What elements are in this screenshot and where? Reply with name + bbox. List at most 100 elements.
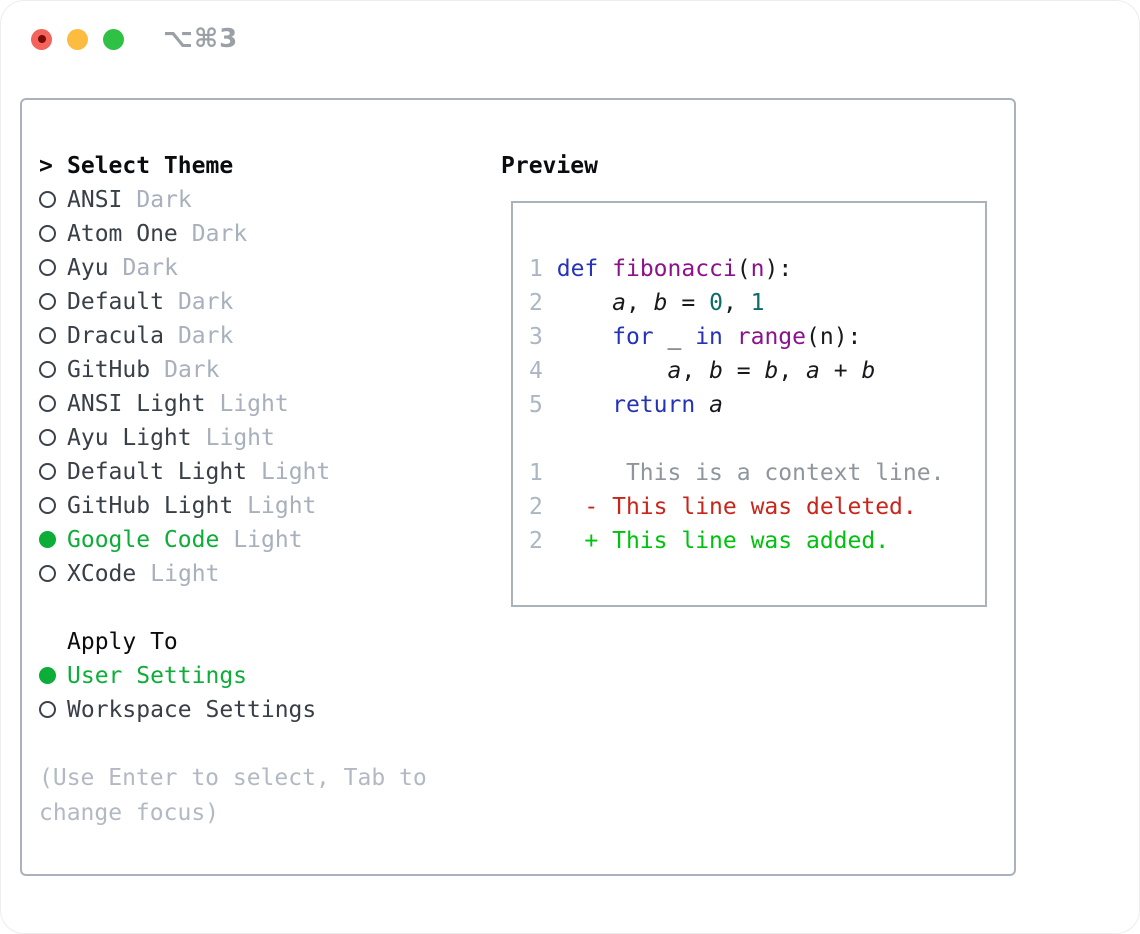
code-token: in bbox=[695, 324, 723, 350]
line-number: 2 bbox=[529, 290, 543, 316]
code-token: b bbox=[861, 358, 876, 384]
line-number: 1 bbox=[529, 256, 543, 282]
theme-variant: Dark bbox=[122, 255, 178, 281]
line-number: 1 bbox=[529, 460, 543, 486]
code-token: , bbox=[778, 358, 807, 384]
code-line: 5 return a bbox=[529, 388, 944, 422]
radio-cell bbox=[39, 251, 67, 285]
radio-icon bbox=[39, 361, 56, 378]
radio-cell bbox=[39, 455, 67, 489]
code-line: 4 a, b = b, a + b bbox=[529, 354, 944, 388]
code-token bbox=[557, 392, 612, 418]
code-token: + bbox=[819, 358, 862, 384]
titlebar: ⌥⌘3 bbox=[31, 24, 239, 54]
theme-name: Default Light bbox=[67, 459, 248, 485]
theme-variant: Light bbox=[205, 425, 275, 451]
diff-line: 2 + This line was added. bbox=[529, 524, 944, 558]
line-number: 4 bbox=[529, 358, 543, 384]
code-token: n bbox=[750, 256, 765, 282]
maximize-button[interactable] bbox=[103, 28, 124, 50]
theme-list-title-text: Select Theme bbox=[67, 153, 234, 179]
close-button[interactable] bbox=[31, 28, 52, 50]
code-token: ( bbox=[736, 256, 751, 282]
code-token: _ bbox=[653, 324, 696, 350]
code-token: 1 bbox=[750, 290, 765, 316]
radio-icon bbox=[39, 429, 56, 446]
theme-list-title: > Select Theme bbox=[39, 149, 427, 183]
code-token: b bbox=[653, 290, 668, 316]
code-token: return bbox=[612, 392, 696, 418]
theme-name: XCode bbox=[67, 561, 137, 587]
radio-icon bbox=[39, 701, 56, 718]
code-line: 3 for _ in range(n): bbox=[529, 320, 944, 354]
theme-variant: Light bbox=[261, 459, 331, 485]
code-token: b bbox=[764, 358, 779, 384]
preview-pane bbox=[511, 201, 987, 607]
minimize-button[interactable] bbox=[67, 28, 88, 50]
radio-cell bbox=[39, 217, 67, 251]
line-number: 5 bbox=[529, 392, 543, 418]
theme-name: Atom One bbox=[67, 221, 178, 247]
apply-to-option[interactable]: Workspace Settings bbox=[39, 693, 427, 727]
theme-name: GitHub Light bbox=[67, 493, 234, 519]
theme-name: Ayu bbox=[67, 255, 109, 281]
apply-to-title: Apply To bbox=[67, 629, 178, 655]
radio-cell bbox=[39, 183, 67, 217]
code-line: 2 a, b = 0, 1 bbox=[529, 286, 944, 320]
radio-selected-icon bbox=[39, 667, 56, 684]
hint-text-line2: change focus) bbox=[39, 800, 220, 826]
code-token bbox=[598, 256, 612, 282]
line-number: 3 bbox=[529, 324, 543, 350]
theme-variant: Light bbox=[233, 527, 303, 553]
close-dot-icon bbox=[37, 35, 46, 43]
blank-line bbox=[529, 422, 944, 456]
theme-name: ANSI Light bbox=[67, 391, 206, 417]
code-token: = bbox=[722, 358, 765, 384]
code-token: range bbox=[736, 324, 807, 350]
diff-line: 1 This is a context line. bbox=[529, 456, 944, 490]
window-shortcut-label: ⌥⌘3 bbox=[163, 24, 239, 54]
radio-icon bbox=[39, 395, 56, 412]
radio-cell bbox=[39, 693, 67, 727]
apply-to-label: User Settings bbox=[67, 663, 248, 689]
radio-icon bbox=[39, 463, 56, 480]
cursor-icon: > bbox=[39, 153, 53, 179]
code-token: for bbox=[612, 324, 654, 350]
theme-option[interactable]: Ayu Dark bbox=[39, 251, 427, 285]
diff-line: 2 - This line was deleted. bbox=[529, 490, 944, 524]
theme-variant: Light bbox=[219, 391, 289, 417]
theme-variant: Dark bbox=[136, 187, 192, 213]
preview-title: Preview bbox=[501, 153, 598, 179]
radio-icon bbox=[39, 225, 56, 242]
theme-variant: Dark bbox=[177, 289, 234, 315]
code-token: , bbox=[681, 358, 710, 384]
code-token: b bbox=[709, 358, 723, 384]
radio-cell bbox=[39, 319, 67, 353]
diff-text: + This line was added. bbox=[556, 528, 890, 554]
radio-icon bbox=[39, 497, 56, 514]
code-token: a bbox=[806, 358, 820, 384]
apply-to-option[interactable]: User Settings bbox=[39, 659, 427, 693]
theme-option[interactable]: ANSI Light Light bbox=[39, 387, 427, 421]
code-token: = bbox=[667, 290, 710, 316]
theme-name: GitHub bbox=[67, 357, 151, 383]
theme-option[interactable]: Default Light Light bbox=[39, 455, 427, 489]
spacer bbox=[39, 727, 427, 761]
code-token: def bbox=[556, 256, 599, 282]
code-line: 1 def fibonacci(n): bbox=[529, 252, 944, 286]
line-number: 2 bbox=[529, 528, 543, 554]
radio-cell bbox=[39, 353, 67, 387]
